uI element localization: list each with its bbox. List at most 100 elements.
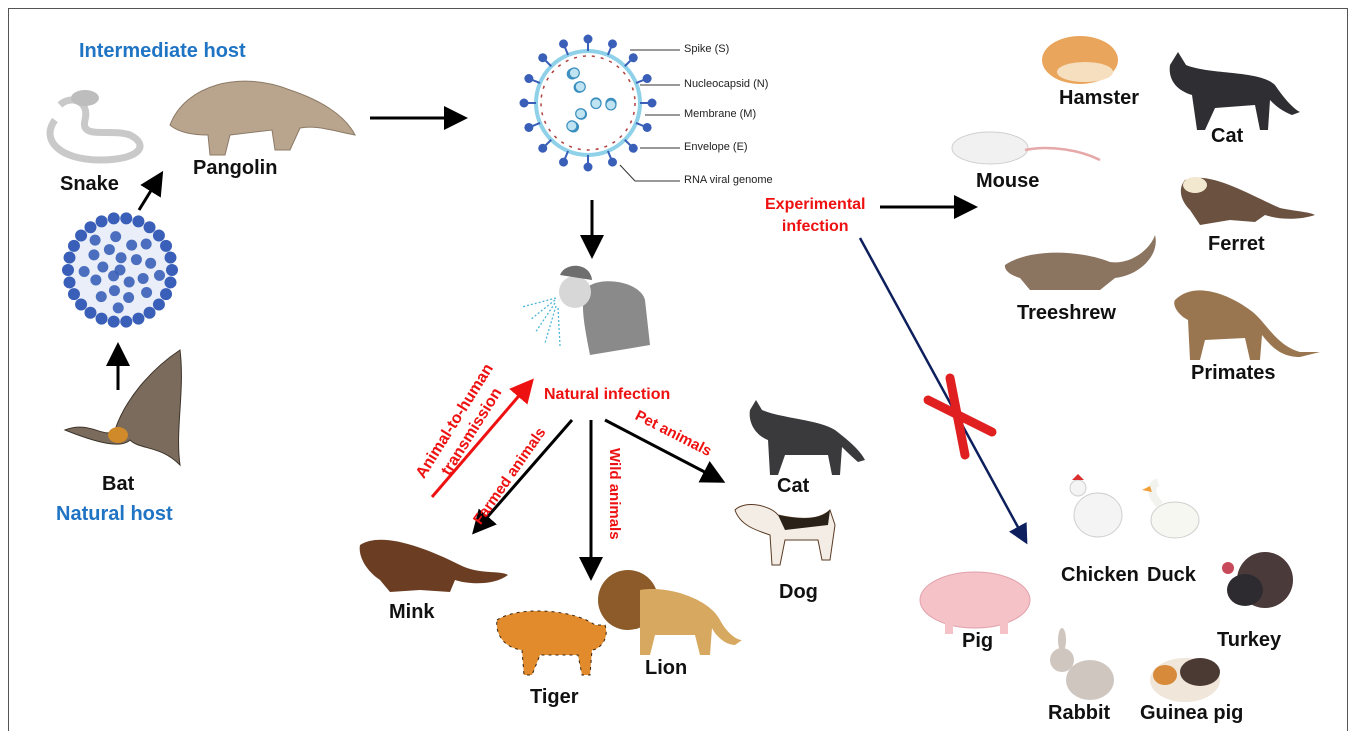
spike-protein-icon: [64, 276, 76, 288]
spike-protein-icon: [538, 144, 547, 153]
turkey-illustration: [1222, 552, 1293, 608]
spike-protein-icon: [608, 158, 617, 167]
cat-pet-illustration: [750, 400, 865, 475]
nucleocapsid-icon: [591, 99, 601, 109]
mouse-label: Mouse: [976, 170, 1039, 193]
spike-protein-icon: [84, 307, 96, 319]
spike-protein-icon: [154, 270, 165, 281]
duck-illustration: [1142, 482, 1199, 538]
intermediate-host-label: Intermediate host: [79, 40, 246, 63]
arrow-blocked: [860, 238, 1025, 540]
spike-protein-icon: [64, 252, 76, 264]
spike-label: Spike (S): [684, 43, 729, 55]
treeshrew-illustration: [1005, 235, 1156, 290]
guinea-pig-label: Guinea pig: [1140, 702, 1243, 725]
pangolin-label: Pangolin: [193, 157, 277, 180]
spike-protein-icon: [113, 302, 124, 313]
mink-label: Mink: [389, 601, 435, 624]
spike-protein-icon: [160, 288, 172, 300]
mouse-illustration: [952, 132, 1100, 164]
lion-label: Lion: [645, 657, 687, 680]
spike-protein-icon: [559, 158, 568, 167]
cat-experimental-illustration: [1170, 52, 1300, 130]
primate-illustration: [1174, 290, 1320, 360]
spike-protein-icon: [138, 273, 149, 284]
spike-protein-icon: [109, 285, 120, 296]
arrows: [118, 118, 1025, 575]
pangolin-illustration: [170, 81, 355, 155]
experimental-infection-line1: Experimental: [765, 194, 865, 216]
spike-protein-icon: [153, 230, 165, 242]
spike-protein-icon: [68, 240, 80, 252]
membrane-label: Membrane (M): [684, 108, 756, 120]
spike-protein-icon: [160, 240, 172, 252]
natural-infection-label: Natural infection: [544, 386, 670, 404]
spike-protein-icon: [120, 212, 132, 224]
wild-animals-label: Wild animals: [606, 448, 623, 540]
hamster-label: Hamster: [1059, 87, 1139, 110]
hamster-illustration: [1042, 36, 1118, 84]
spike-protein-icon: [524, 123, 533, 132]
tiger-illustration: [497, 611, 606, 675]
spike-protein-icon: [116, 252, 127, 263]
spike-protein-icon: [520, 99, 529, 108]
spike-protein-icon: [96, 313, 108, 325]
spike-protein-icon: [120, 316, 132, 328]
spike-protein-icon: [90, 235, 101, 246]
spike-protein-icon: [96, 291, 107, 302]
virus-particle-left: [62, 212, 178, 327]
spike-protein-icon: [75, 298, 87, 310]
spike-protein-icon: [141, 238, 152, 249]
blocked-cross-icon: [928, 378, 992, 455]
snake-label: Snake: [60, 173, 119, 196]
experimental-infection-label: Experimental infection: [765, 194, 865, 238]
chicken-label: Chicken: [1061, 564, 1139, 587]
spike-protein-icon: [648, 99, 657, 108]
treeshrew-label: Treeshrew: [1017, 302, 1116, 325]
spike-protein-icon: [584, 35, 593, 44]
primates-label: Primates: [1191, 362, 1276, 385]
arrow-snake-to-pangolin: [139, 176, 160, 210]
turkey-label: Turkey: [1217, 629, 1281, 652]
spike-protein-icon: [108, 270, 119, 281]
rabbit-illustration: [1050, 628, 1114, 700]
spike-protein-icon: [144, 307, 156, 319]
cat-pet-label: Cat: [777, 475, 809, 498]
spike-protein-icon: [131, 254, 142, 265]
rabbit-label: Rabbit: [1048, 702, 1110, 725]
spike-protein-icon: [104, 244, 115, 255]
envelope-label: Envelope (E): [684, 141, 748, 153]
snake-illustration: [50, 90, 140, 160]
spike-protein-icon: [126, 240, 137, 251]
spike-protein-icon: [88, 249, 99, 260]
nucleocapsid-icon: [576, 109, 586, 119]
chicken-illustration: [1070, 474, 1122, 537]
spike-protein-icon: [68, 288, 80, 300]
spike-protein-icon: [79, 266, 90, 277]
spike-protein-icon: [75, 230, 87, 242]
spike-protein-icon: [153, 298, 165, 310]
spike-protein-icon: [144, 221, 156, 233]
spike-protein-icon: [629, 144, 638, 153]
ferret-label: Ferret: [1208, 233, 1265, 256]
nucleocapsid-icon: [569, 68, 579, 78]
ferret-illustration: [1181, 177, 1315, 225]
rna-genome-label: RNA viral genome: [684, 174, 773, 186]
tiger-label: Tiger: [530, 686, 579, 709]
spike-protein-icon: [164, 252, 176, 264]
spike-protein-icon: [608, 39, 617, 48]
nucleocapsid-icon: [575, 82, 585, 92]
spike-protein-icon: [108, 212, 120, 224]
nucleocapsid-icon: [567, 121, 577, 131]
spike-protein-icon: [141, 287, 152, 298]
spike-protein-icon: [84, 221, 96, 233]
spike-protein-icon: [166, 264, 178, 276]
spike-protein-icon: [538, 53, 547, 62]
pig-label: Pig: [962, 630, 993, 653]
guinea-pig-illustration: [1150, 658, 1220, 702]
bat-illustration: [65, 350, 181, 465]
spike-protein-icon: [629, 53, 638, 62]
dog-label: Dog: [779, 581, 818, 604]
spike-protein-icon: [145, 258, 156, 269]
spike-protein-icon: [62, 264, 74, 276]
